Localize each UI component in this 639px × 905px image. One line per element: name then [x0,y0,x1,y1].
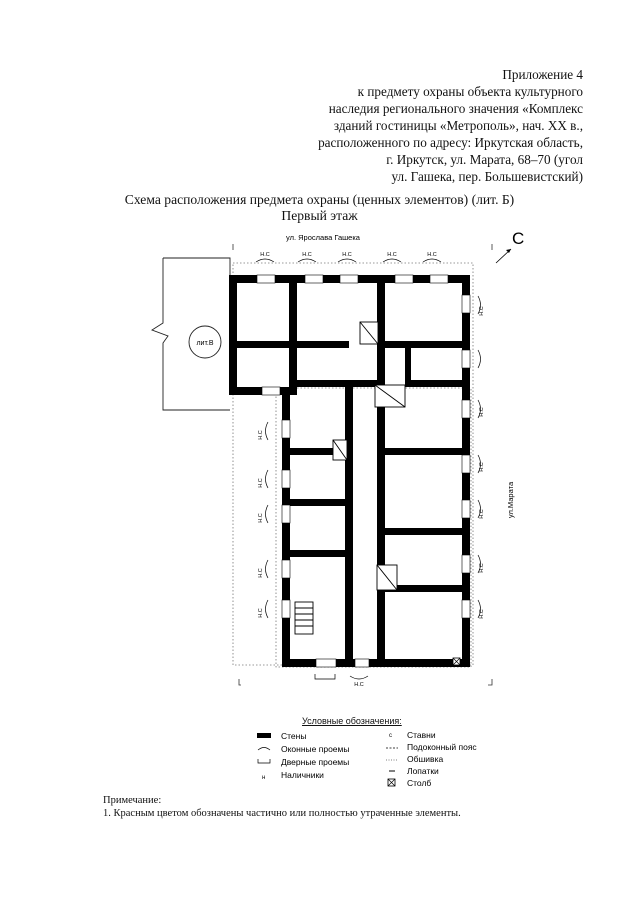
legend-symbol: с [389,733,392,739]
note-heading: Примечание: [103,795,162,806]
header-line: ул. Гашека, пер. Большевистский) [391,169,583,184]
window-mark: Н.С [342,252,352,258]
openings [256,274,471,668]
window-marks-top: Н.С Н.С Н.С Н.С Н.С [260,252,437,258]
north-arrowhead-icon [506,249,511,253]
header-line: зданий гостиницы «Метрополь», нач. XX в.… [333,118,583,133]
legend-item-windows: Оконные проемы [281,744,349,754]
window-mark: Н.С [479,306,485,316]
legend-item-doors: Дверные проемы [281,757,349,767]
window-mark: Н.С [479,509,485,519]
street-right: ул.Марата [506,481,515,518]
header-line: к предмету охраны объекта культурного [357,84,583,99]
window-mark: Н.С [258,608,264,618]
window-mark: Н.С [258,513,264,523]
header-line: Приложение 4 [502,67,583,82]
header-line: наследия регионального значения «Комплек… [328,101,583,116]
annex-outline [150,258,230,411]
window-arcs-left [265,421,269,619]
window-mark: Н.С [260,252,270,258]
north-letter: С [512,229,524,248]
legend-item-pilasters: Лопатки [407,766,439,776]
window-arcs-right [477,295,481,619]
annex-circle [188,325,222,359]
legend-item-shutters: Ставни [407,730,436,740]
sheathing-outline [232,262,474,666]
window-arc-bottom [349,675,369,680]
legend-title: Условные обозначения: [302,716,402,726]
window-mark: Н.С [479,563,485,573]
pillar-cross [452,657,461,666]
window-mark: Н.С [302,252,312,258]
window-mark: Н.С [387,252,397,258]
window-mark: Н.С [479,609,485,619]
legend-item-walls: Стены [281,731,306,741]
legend-symbol: н [262,775,265,781]
window-mark: Н.С [354,682,364,688]
legend-item-sill: Подоконный пояс [407,742,477,752]
legend-door-icon [257,759,271,764]
window-mark: Н.С [258,430,264,440]
appendix-header: Приложение 4 к предмету охраны объекта к… [318,66,583,185]
street-top: ул. Ярослава Гашека [286,233,361,242]
door-bracket-bottom [314,674,336,680]
header-line: расположенного по адресу: Иркутская обла… [318,135,583,150]
annex-label: лит.В [196,340,213,347]
floor-title: Первый этаж [281,208,358,223]
note-item: 1. Красным цветом обозначены частично ил… [103,808,461,819]
legend-wall-swatch [257,733,271,738]
window-mark: Н.С [479,407,485,417]
legend-item-trims: Наличники [281,770,324,780]
stairs [294,321,406,635]
legend-item-pillar: Столб [407,778,431,788]
window-mark: Н.С [479,462,485,472]
annex-top [163,257,231,275]
window-mark: Н.С [258,568,264,578]
frame-corner [232,244,493,686]
window-marks-left: Н.С Н.С Н.С Н.С Н.С [258,430,264,618]
window-marks-right: Н.С Н.С Н.С Н.С Н.С Н.С [479,306,485,619]
legend-right-labels: Ставни Подоконный пояс Обшивка Лопатки С… [407,730,477,788]
legend-left-labels: Стены Оконные проемы Дверные проемы Нали… [281,731,349,780]
window-mark: Н.С [258,478,264,488]
header-line: г. Иркутск, ул. Марата, 68–70 (угол [386,152,583,167]
window-arcs-top [255,258,442,263]
scheme-title: Схема расположения предмета охраны (ценн… [124,192,515,207]
window-mark: Н.С [427,252,437,258]
legend-item-sheathing: Обшивка [407,754,443,764]
legend-window-icon [257,747,271,751]
